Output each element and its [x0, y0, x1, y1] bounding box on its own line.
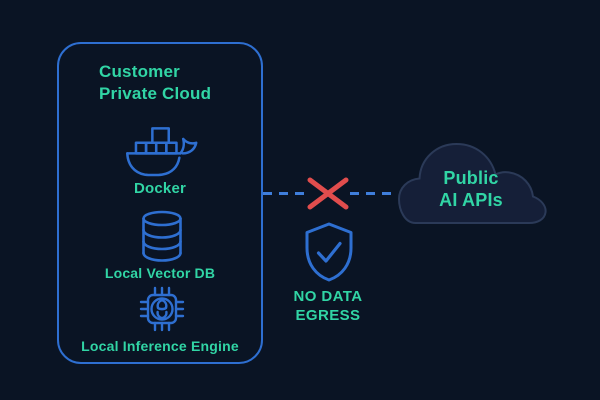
- status-line1: NO DATA: [293, 288, 363, 305]
- private-cloud-title: Customer Private Cloud: [99, 61, 211, 105]
- private-cloud-title-line2: Private Cloud: [99, 84, 212, 103]
- public-label-line2: AI APIs: [439, 190, 503, 210]
- status-line2: EGRESS: [295, 307, 361, 324]
- ai-chip-icon: [139, 286, 185, 332]
- customer-private-cloud-box: Customer Private Cloud Docker: [57, 42, 263, 364]
- docker-whale-icon: [126, 127, 198, 177]
- database-cylinder-icon: [142, 210, 182, 262]
- local-vector-db-label: Local Vector DB: [104, 265, 216, 281]
- shield-checkmark-icon: [305, 222, 353, 282]
- private-cloud-title-line1: Customer: [99, 62, 180, 81]
- public-label-line1: Public: [443, 168, 499, 188]
- public-cloud-shape: [397, 142, 547, 224]
- blocked-connection-line: [263, 177, 395, 210]
- x-cross-icon: [307, 177, 349, 210]
- docker-label: Docker: [133, 180, 187, 197]
- local-inference-engine-label: Local Inference Engine: [81, 338, 239, 354]
- no-data-egress-label: NO DATA EGRESS: [252, 287, 404, 325]
- public-ai-apis-label: Public AI APIs: [406, 167, 536, 211]
